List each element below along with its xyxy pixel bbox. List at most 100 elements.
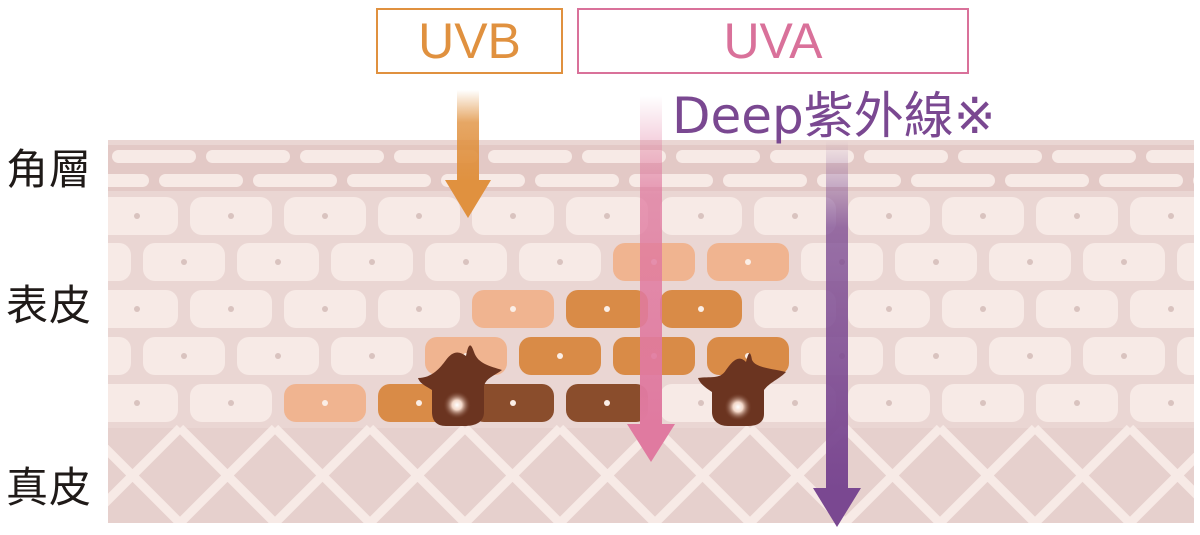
collagen-fiber <box>366 424 469 523</box>
cell-nucleus <box>604 400 610 406</box>
cell-nucleus <box>1168 306 1174 312</box>
epidermis-cell <box>1177 337 1194 375</box>
uvb-label-box: UVB <box>376 8 563 74</box>
cell-nucleus <box>745 259 751 265</box>
corneum-strip <box>676 150 760 163</box>
cell-nucleus <box>933 259 939 265</box>
corneum-strip <box>1146 150 1194 163</box>
epidermis-cell <box>108 197 178 235</box>
collagen-fiber <box>1031 424 1134 523</box>
epidermis-cell <box>108 243 131 281</box>
cell-nucleus <box>510 306 516 312</box>
cell-nucleus <box>792 400 798 406</box>
cell-nucleus <box>1168 400 1174 406</box>
label-stratum-corneum: 角層 <box>6 145 93 194</box>
deep-uv-label: Deep紫外線※ <box>672 87 996 145</box>
corneum-strip <box>1005 174 1089 187</box>
corneum-strip <box>159 174 243 187</box>
cell-nucleus <box>792 213 798 219</box>
cell-nucleus <box>228 400 234 406</box>
corneum-strip <box>300 150 384 163</box>
cell-nucleus <box>87 353 93 359</box>
corneum-strip <box>112 150 196 163</box>
cell-nucleus <box>1074 306 1080 312</box>
corneum-strip <box>723 174 807 187</box>
cell-nucleus <box>228 306 234 312</box>
cell-nucleus <box>980 400 986 406</box>
cell-nucleus <box>886 306 892 312</box>
cell-nucleus <box>134 213 140 219</box>
collagen-fiber <box>556 424 659 523</box>
collagen-fiber <box>271 424 374 523</box>
cell-nucleus <box>604 213 610 219</box>
uva-arrow <box>627 96 675 462</box>
cell-nucleus <box>1168 213 1174 219</box>
corneum-strip <box>864 150 948 163</box>
cell-nucleus <box>886 400 892 406</box>
deep-uv-arrow <box>813 140 861 527</box>
cell-nucleus <box>698 213 704 219</box>
collagen-fiber <box>108 424 184 507</box>
epidermis-cell <box>1177 243 1194 281</box>
collagen-fiber <box>936 424 1039 523</box>
corneum-strip <box>1052 150 1136 163</box>
cell-nucleus <box>369 353 375 359</box>
cell-nucleus <box>134 306 140 312</box>
cell-nucleus <box>1074 400 1080 406</box>
uva-label-box: UVA <box>577 8 969 74</box>
cell-nucleus <box>604 306 610 312</box>
cell-nucleus <box>792 306 798 312</box>
corneum-strip <box>206 150 290 163</box>
cell-nucleus <box>980 306 986 312</box>
cell-nucleus <box>886 213 892 219</box>
corneum-strip <box>1193 177 1194 184</box>
cell-nucleus <box>933 353 939 359</box>
corneum-strip <box>253 174 337 187</box>
epidermis-cell <box>108 290 178 328</box>
cell-nucleus <box>510 213 516 219</box>
stratum-corneum-layer <box>108 145 1194 191</box>
cell-nucleus <box>416 213 422 219</box>
cell-nucleus <box>463 259 469 265</box>
cell-nucleus <box>1121 353 1127 359</box>
corneum-strip <box>488 150 572 163</box>
collagen-fiber <box>841 424 944 523</box>
label-epidermis: 表皮 <box>6 281 93 330</box>
cell-nucleus <box>980 213 986 219</box>
cell-nucleus <box>698 400 704 406</box>
cell-nucleus <box>1027 259 1033 265</box>
epidermis-cell <box>108 337 131 375</box>
cell-nucleus <box>322 213 328 219</box>
corneum-strip <box>347 174 431 187</box>
cell-nucleus <box>228 213 234 219</box>
cell-nucleus <box>369 259 375 265</box>
corneum-strip <box>535 174 619 187</box>
corneum-strip <box>108 174 149 187</box>
uvb-arrow <box>445 90 491 218</box>
epidermis-cell <box>1130 384 1194 422</box>
label-dermis: 真皮 <box>6 463 93 512</box>
melanocyte-left <box>418 345 502 426</box>
corneum-strip <box>1099 174 1183 187</box>
cell-nucleus <box>181 353 187 359</box>
corneum-strip <box>911 174 995 187</box>
collagen-fiber <box>1126 452 1194 523</box>
cell-nucleus <box>275 259 281 265</box>
cell-nucleus <box>1027 353 1033 359</box>
epidermis-cells <box>87 197 1194 422</box>
cell-nucleus <box>557 259 563 265</box>
uvb-label: UVB <box>418 13 521 69</box>
cell-nucleus <box>510 400 516 406</box>
epidermis-cell <box>1130 290 1194 328</box>
uva-label: UVA <box>723 13 823 69</box>
cell-nucleus <box>322 306 328 312</box>
collagen-fiber <box>176 424 279 523</box>
cell-nucleus <box>698 306 704 312</box>
cell-nucleus <box>1121 259 1127 265</box>
cell-nucleus <box>87 259 93 265</box>
cell-nucleus <box>134 400 140 406</box>
collagen-fiber <box>461 424 564 523</box>
cell-nucleus <box>181 259 187 265</box>
cell-nucleus <box>275 353 281 359</box>
